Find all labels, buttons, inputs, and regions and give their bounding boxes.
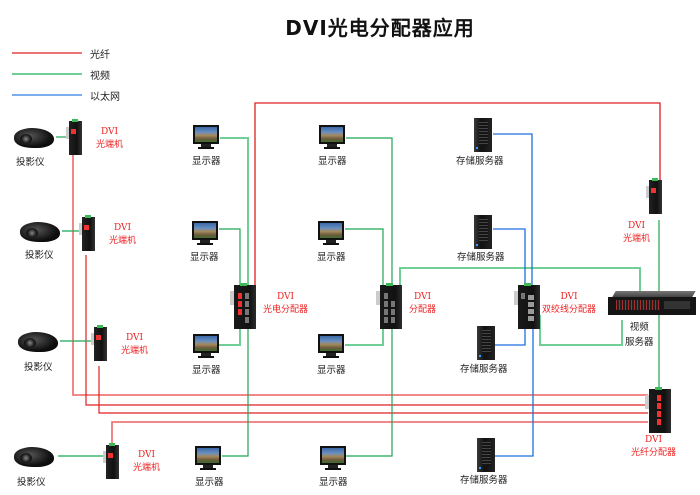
converter-label: DVI 光端机 <box>96 126 123 152</box>
converter-label-line1: DVI <box>125 333 144 343</box>
storage-server-label: 存储服务器 <box>460 475 508 486</box>
fiber-splitter-label-line1: DVI <box>644 435 663 445</box>
projector-label: 投影仪 <box>25 250 54 261</box>
fiber-splitter-label-line2: 光纤分配器 <box>631 448 677 458</box>
monitor-icon <box>318 334 344 358</box>
fiber-line-4 <box>111 421 648 450</box>
monitor-label: 显示器 <box>317 252 346 263</box>
monitor-icon <box>320 446 346 470</box>
video-line-mon8 <box>346 328 393 457</box>
storage-server-label: 存储服务器 <box>460 364 508 375</box>
converter-label-line1: DVI <box>100 127 119 137</box>
storage-server-icon <box>477 326 495 360</box>
video-line-mon5 <box>346 137 393 285</box>
dvi-splitter-label-line1: DVI <box>413 292 432 302</box>
monitor-label: 显示器 <box>195 477 224 488</box>
dvi-converter-icon <box>646 178 662 214</box>
video-server-icon <box>608 291 696 317</box>
monitor-label: 显示器 <box>192 365 221 376</box>
dvi-fiber-splitter-icon <box>645 387 671 433</box>
legend-label-ethernet: 以太网 <box>90 92 120 103</box>
converter-label-line2: 光端机 <box>109 236 137 246</box>
fiber-line-3 <box>98 366 648 414</box>
dvi-splitter-icon <box>376 283 402 329</box>
monitor-icon <box>193 334 219 358</box>
storage-server-label: 存储服务器 <box>456 156 504 167</box>
storage-server-icon <box>474 215 492 249</box>
storage-server-icon <box>477 438 495 472</box>
converter-label-line1: DVI <box>137 450 156 460</box>
twisted-pair-splitter-label: DVI 双绞线分配器 <box>542 291 596 317</box>
ethernet-line-storage3 <box>493 328 526 346</box>
legend-label-fiber: 光纤 <box>90 50 110 61</box>
monitor-icon <box>195 446 221 470</box>
dvi-twisted-pair-splitter-icon <box>514 283 540 329</box>
twisted-pair-splitter-label-line1: DVI <box>560 292 578 302</box>
ethernet-line-storage4 <box>494 328 534 457</box>
video-line-mon4 <box>222 328 249 457</box>
optical-splitter-label-line2: 光电分配器 <box>263 305 309 315</box>
ethernet-line-storage1 <box>493 133 533 285</box>
projector-label: 投影仪 <box>24 362 53 373</box>
legend-label-video: 视频 <box>90 71 110 82</box>
dvi-converter-icon <box>66 119 82 155</box>
dvi-converter-icon <box>103 443 119 479</box>
storage-server-icon <box>474 118 492 152</box>
monitor-label: 显示器 <box>317 365 346 376</box>
dvi-splitter-label-line2: 分配器 <box>409 305 437 315</box>
projector-icon <box>18 328 58 354</box>
video-line-splitter-to-server <box>399 267 641 295</box>
fiber-line-1 <box>72 155 648 396</box>
dvi-converter-icon <box>91 325 107 361</box>
converter-label-line2: 光端机 <box>96 140 124 150</box>
projector-icon <box>14 443 54 469</box>
converter-label: DVI 光端机 <box>121 332 148 358</box>
dvi-optical-splitter-icon <box>230 283 256 329</box>
optical-splitter-label: DVI 光电分配器 <box>263 291 308 317</box>
fiber-splitter-label: DVI 光纤分配器 <box>631 434 676 460</box>
video-line-mon7 <box>345 328 384 346</box>
monitor-label: 显示器 <box>192 156 221 167</box>
monitor-icon <box>319 125 345 149</box>
monitor-icon <box>193 125 219 149</box>
projector-icon <box>14 124 54 150</box>
optical-splitter-label-line1: DVI <box>276 292 295 302</box>
video-line-mon2 <box>219 228 241 288</box>
monitor-label: 显示器 <box>318 156 347 167</box>
fiber-line-2 <box>85 255 648 406</box>
monitor-icon <box>192 221 218 245</box>
monitor-icon <box>318 221 344 245</box>
dvi-splitter-label: DVI 分配器 <box>409 291 436 317</box>
converter-label-line1: DVI <box>627 221 646 231</box>
converter-label: DVI 光端机 <box>133 449 160 475</box>
video-server-label: 视频服务器 <box>625 320 654 350</box>
projector-label: 投影仪 <box>17 477 46 488</box>
video-server-label-line1: 视频 <box>629 322 649 333</box>
converter-label: DVI 光端机 <box>109 222 136 248</box>
dvi-converter-icon <box>79 215 95 251</box>
converter-label-line2: 光端机 <box>133 463 161 473</box>
converter-label: DVI 光端机 <box>623 220 650 246</box>
fiber-line-top <box>254 102 661 290</box>
ethernet-line-storage2 <box>493 228 526 285</box>
projector-icon <box>20 218 60 244</box>
monitor-label: 显示器 <box>319 477 348 488</box>
monitor-label: 显示器 <box>190 252 219 263</box>
video-line-mon6 <box>345 228 384 285</box>
converter-label-line2: 光端机 <box>623 234 651 244</box>
video-line-twisted-to-server <box>539 315 623 346</box>
twisted-pair-splitter-label-line2: 双绞线分配器 <box>542 305 597 315</box>
video-line-mon1 <box>220 137 249 288</box>
storage-server-label: 存储服务器 <box>457 252 505 263</box>
converter-label-line2: 光端机 <box>121 346 149 356</box>
projector-label: 投影仪 <box>16 157 45 168</box>
video-line-mon3 <box>219 328 241 346</box>
video-server-label-line2: 服务器 <box>625 337 654 348</box>
diagram-title: DVI光电分配器应用 <box>285 16 475 40</box>
converter-label-line1: DVI <box>113 223 132 233</box>
